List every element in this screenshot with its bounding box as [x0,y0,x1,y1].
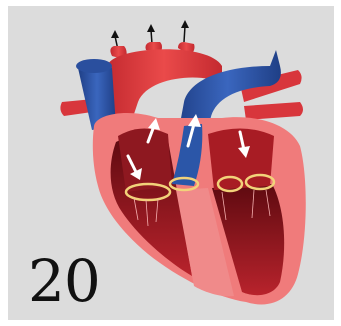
illustration-card: 20 [8,6,334,320]
right-atrium [118,128,172,192]
page-number: 20 [28,252,100,310]
